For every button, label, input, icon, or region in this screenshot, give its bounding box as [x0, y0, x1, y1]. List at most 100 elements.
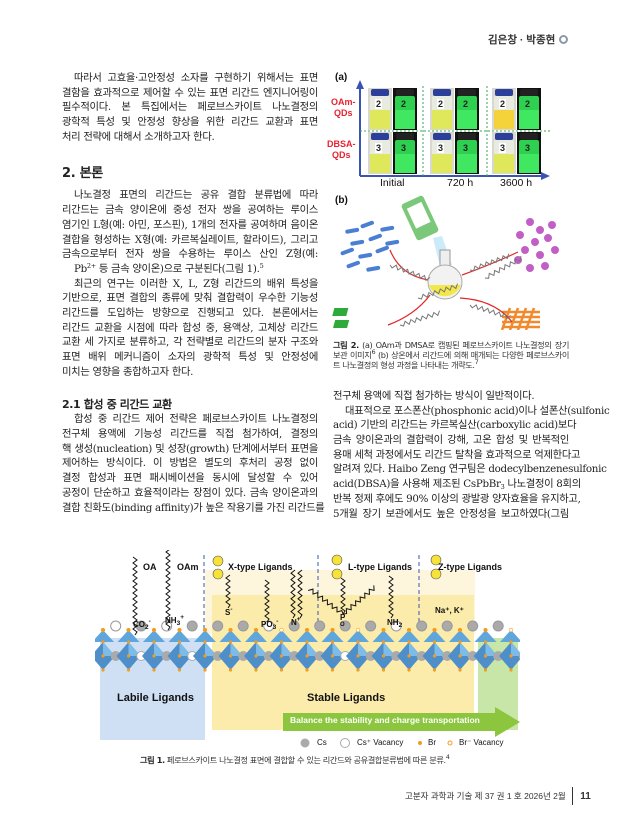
text-line: 염기인 L형(예: 아민, 포스핀), 1개의 전자를 공여하며 음이온	[62, 218, 318, 231]
vial-photo-uv: 3	[455, 132, 479, 174]
text-line: 5개월 장기 보관에서도 높은 안정성을 보고하였다(그림	[333, 507, 569, 520]
vial-photo-daylight: 2	[368, 88, 392, 130]
label-l-type: L-type Ligands	[348, 562, 413, 572]
legend-cs: Cs	[317, 738, 327, 747]
text-line: 결정 합성과 표면 패시베이션을 동시에 달성할 수 있어	[62, 472, 318, 485]
formation-schematic	[332, 195, 559, 330]
text-line: 전구체 용액에 기능성 리간드를 직접 첨가하여, 결정의	[62, 428, 318, 441]
text-line: 리간드를 도입하는 방향으로 진행되고 있다. 본론에서는	[62, 306, 318, 319]
nanosheets-icon	[332, 308, 350, 328]
labile-ligands-label: Labile Ligands	[117, 692, 195, 704]
paragraph-phosphonic: 대표적으로 포스폰산(phosphonic acid)이나 설폰산(sulfon…	[333, 404, 610, 477]
ligand-chains	[389, 253, 522, 327]
vial-photo-uv: 2	[455, 88, 479, 130]
text-line: 처리 전략에 대해서 소개하고자 한다.	[62, 130, 215, 143]
nanospheres-icon	[514, 218, 559, 272]
text-line: 기반으로, 표면 결합의 종류에 맞춰 결합력이 우수한 기능성	[62, 292, 318, 305]
row-label-dbsa: DBSA- QDs	[327, 139, 356, 160]
vial-photo-daylight: 3	[492, 132, 516, 174]
nanorods-icon	[340, 220, 400, 272]
section-heading: 2. 본론	[62, 166, 103, 182]
text-line: 리간드는 금속 양이온에 중성 전자 쌍을 공여하는 루이스	[62, 204, 318, 217]
panel-a-label: (a)	[335, 72, 348, 83]
nanoframe-icon	[500, 307, 540, 330]
label-oa: OA	[143, 562, 157, 572]
running-header: 김은창 · 박종현	[488, 32, 569, 47]
flask-icon	[427, 249, 463, 300]
legend-br-vacancy: Br⁻ Vacancy	[459, 738, 504, 747]
text-line: 최근의 연구는 이러한 X, L, Z형 리간드의 배위 특성을	[74, 277, 318, 290]
ligand-classification-diagram	[95, 550, 520, 748]
vial-photo-daylight: 3	[368, 132, 392, 174]
vial-photo-daylight: 2	[430, 88, 454, 130]
paragraph-continued: 전구체 용액에 직접 첨가하는 방식이 일반적이다.	[333, 389, 569, 404]
text-line: 금속으로부터 전자 쌍을 수용하는 루이스 산인 Z형(예:	[62, 248, 318, 261]
legend-br: Br	[428, 738, 436, 747]
row-label-oam: OAm- QDs	[331, 97, 356, 118]
circle-icon	[559, 35, 569, 44]
footer-divider	[571, 787, 574, 805]
group-nh2: NH2	[387, 618, 403, 629]
axes	[356, 80, 550, 180]
text-line: 결합 친화도(binding affinity)가 높은 작용기를 가진 리간드…	[62, 501, 325, 514]
perovskite-lattice	[95, 620, 520, 672]
text-line: 결합을 형성하는 X형(예: 카르복실레이트, 할라이드), 그리고	[62, 233, 318, 246]
legend	[300, 738, 453, 748]
text-line: 핵 생성(nucleation) 및 성장(growth) 단계에서부터 표면을	[62, 442, 318, 455]
journal-info: 고분자 과학과 기술 제 37 권 1 호 2026년 2월	[405, 791, 566, 801]
figure-1: OA OAm X-type Ligands L-type Ligands Z-t…	[95, 550, 520, 750]
vial-photo-daylight: 2	[492, 88, 516, 130]
vial-photo-uv: 3	[517, 132, 541, 174]
label-oam: OAm	[177, 562, 199, 572]
text-line: acid) 기반의 리간드는 카르복실산(carboxylic acid)보다	[333, 419, 577, 432]
label-z-type: Z-type Ligands	[438, 562, 503, 572]
ligand-chains	[132, 550, 394, 636]
legend-cs-vacancy: Cs⁺ Vacancy	[357, 738, 404, 747]
figure-2-caption: 그림 2. (a) OAm과 DMSA로 캡핑된 페로브스카이트 나노결정의 장…	[333, 340, 569, 370]
group-n: N+	[291, 616, 301, 627]
text-line: 결함을 효과적으로 제어할 수 있는 표면 리간드 엔지니어링이	[62, 86, 318, 99]
text-line: 알려져 있다. Haibo Zeng 연구팀은 dodecylbenzenesu…	[333, 463, 607, 476]
page-number: 11	[580, 790, 591, 802]
footer: 고분자 과학과 기술 제 37 권 1 호 2026년 2월 11	[405, 787, 591, 805]
time-label-initial: Initial	[380, 177, 405, 189]
group-nh3: NH3+	[165, 614, 184, 627]
arrow-shape	[283, 707, 520, 737]
group-co2: CO2-	[133, 618, 151, 631]
text-line: 교환 세 가지로 분류하고, 각 전략별로 리간드의 분자 구조와	[62, 336, 318, 349]
label-x-type: X-type Ligands	[228, 562, 293, 572]
group-s: S-	[225, 606, 233, 617]
authors: 김은창 · 박종현	[488, 34, 556, 46]
time-label-3600h: 3600 h	[500, 177, 533, 189]
vial-photo-uv: 2	[393, 88, 417, 130]
text-line: 반복 정제 후에도 90% 이상의 광발광 양자효율을 유지하고,	[333, 492, 581, 505]
balance-arrow-label: Balance the stability and charge transpo…	[290, 715, 480, 725]
text-line: 광학적 특성 및 안정성 향상을 위한 리간드 교환과 표면	[62, 116, 318, 129]
text-line: 필수적이다. 본 특집에서는 페로브스카이트 나노결정의	[62, 101, 318, 114]
group-o: O	[340, 622, 345, 628]
time-label-720h: 720 h	[447, 177, 474, 189]
text-line: 따라서 고효율·고안정성 소자를 구현하기 위해서는 표면	[74, 72, 318, 84]
vial-photo-uv: 3	[393, 132, 417, 174]
text-line: 나노결정 표면의 리간드는 공유 결합 분류법에 따라	[74, 189, 318, 202]
figure-2: (a) OAm- QDs DBSA- QDs 2 2 2 2 2 2 3 3 3…	[327, 70, 570, 330]
text-line: Pb2+ 등 금속 양이온)으로 구분된다(그림 1).5	[74, 261, 264, 275]
vial-photo-uv: 2	[517, 88, 541, 130]
stable-ligands-label: Stable Ligands	[307, 692, 386, 704]
text-line: 표면 배위 메커니즘이 소자의 광학적 특성 및 안정성에	[62, 351, 318, 363]
vial-photo-daylight: 3	[430, 132, 454, 174]
group-po3: PO3-	[261, 618, 279, 631]
text-line: 공정이 단순하고 효율적이라는 장점이 있다. 금속 양이온과의	[62, 486, 318, 499]
group-na-k: Na⁺, K⁺	[435, 606, 464, 615]
group-p: P	[340, 613, 346, 622]
text-line: 미치는 영향을 종합하고자 한다.	[62, 365, 194, 378]
panel-b-label: (b)	[335, 195, 348, 206]
paragraph-phosphonic-cont: 반복 정제 후에도 90% 이상의 광발광 양자효율을 유지하고, 5개월 장기 …	[333, 492, 581, 521]
text-line: 금속 양이온과의 결합력이 강해, 고온 합성 및 반복적인	[333, 434, 569, 447]
figure-1-caption: 그림 1. 페로브스카이트 나노결정 표면에 결합할 수 있는 리간드와 공유결…	[140, 753, 450, 765]
